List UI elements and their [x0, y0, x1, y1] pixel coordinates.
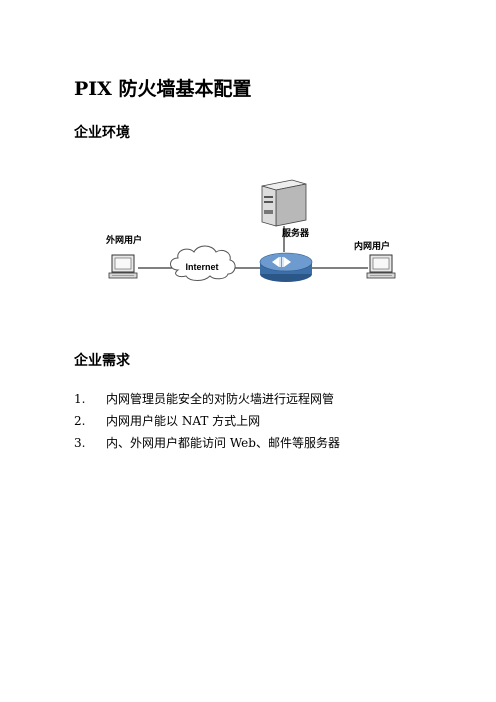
list-item-text: 内网管理员能安全的对防火墙进行远程网管	[106, 392, 335, 406]
list-item-text: 内网用户能以 NAT 方式上网	[106, 414, 261, 428]
section-heading-environment: 企业环境	[74, 125, 130, 141]
network-diagram: Internet 外网用户 服务器 内网用户	[105, 179, 396, 282]
internet-cloud-icon	[170, 245, 236, 281]
page-title: PIX 防火墙基本配置	[74, 78, 252, 100]
internal-pc-icon	[366, 254, 396, 279]
list-item-text: 内、外网用户都能访问 Web、邮件等服务器	[106, 436, 340, 450]
pix-firewall-icon	[259, 252, 313, 282]
requirements-list: 1. 内网管理员能安全的对防火墙进行远程网管 2. 内网用户能以 NAT 方式上…	[74, 388, 340, 454]
list-item-number: 1.	[74, 392, 86, 406]
internal-user-label: 内网用户	[354, 240, 390, 252]
server-icon	[261, 179, 307, 227]
list-item: 1. 内网管理员能安全的对防火墙进行远程网管	[74, 388, 340, 410]
list-item-number: 3.	[74, 436, 86, 450]
cloud-label: Internet	[185, 262, 218, 272]
list-item: 2. 内网用户能以 NAT 方式上网	[74, 410, 340, 432]
external-pc-icon	[108, 254, 138, 279]
external-user-label: 外网用户	[105, 234, 142, 246]
list-item-number: 2.	[74, 414, 86, 428]
section-heading-requirements: 企业需求	[74, 353, 130, 369]
server-label: 服务器	[282, 227, 310, 239]
list-item: 3. 内、外网用户都能访问 Web、邮件等服务器	[74, 432, 340, 454]
